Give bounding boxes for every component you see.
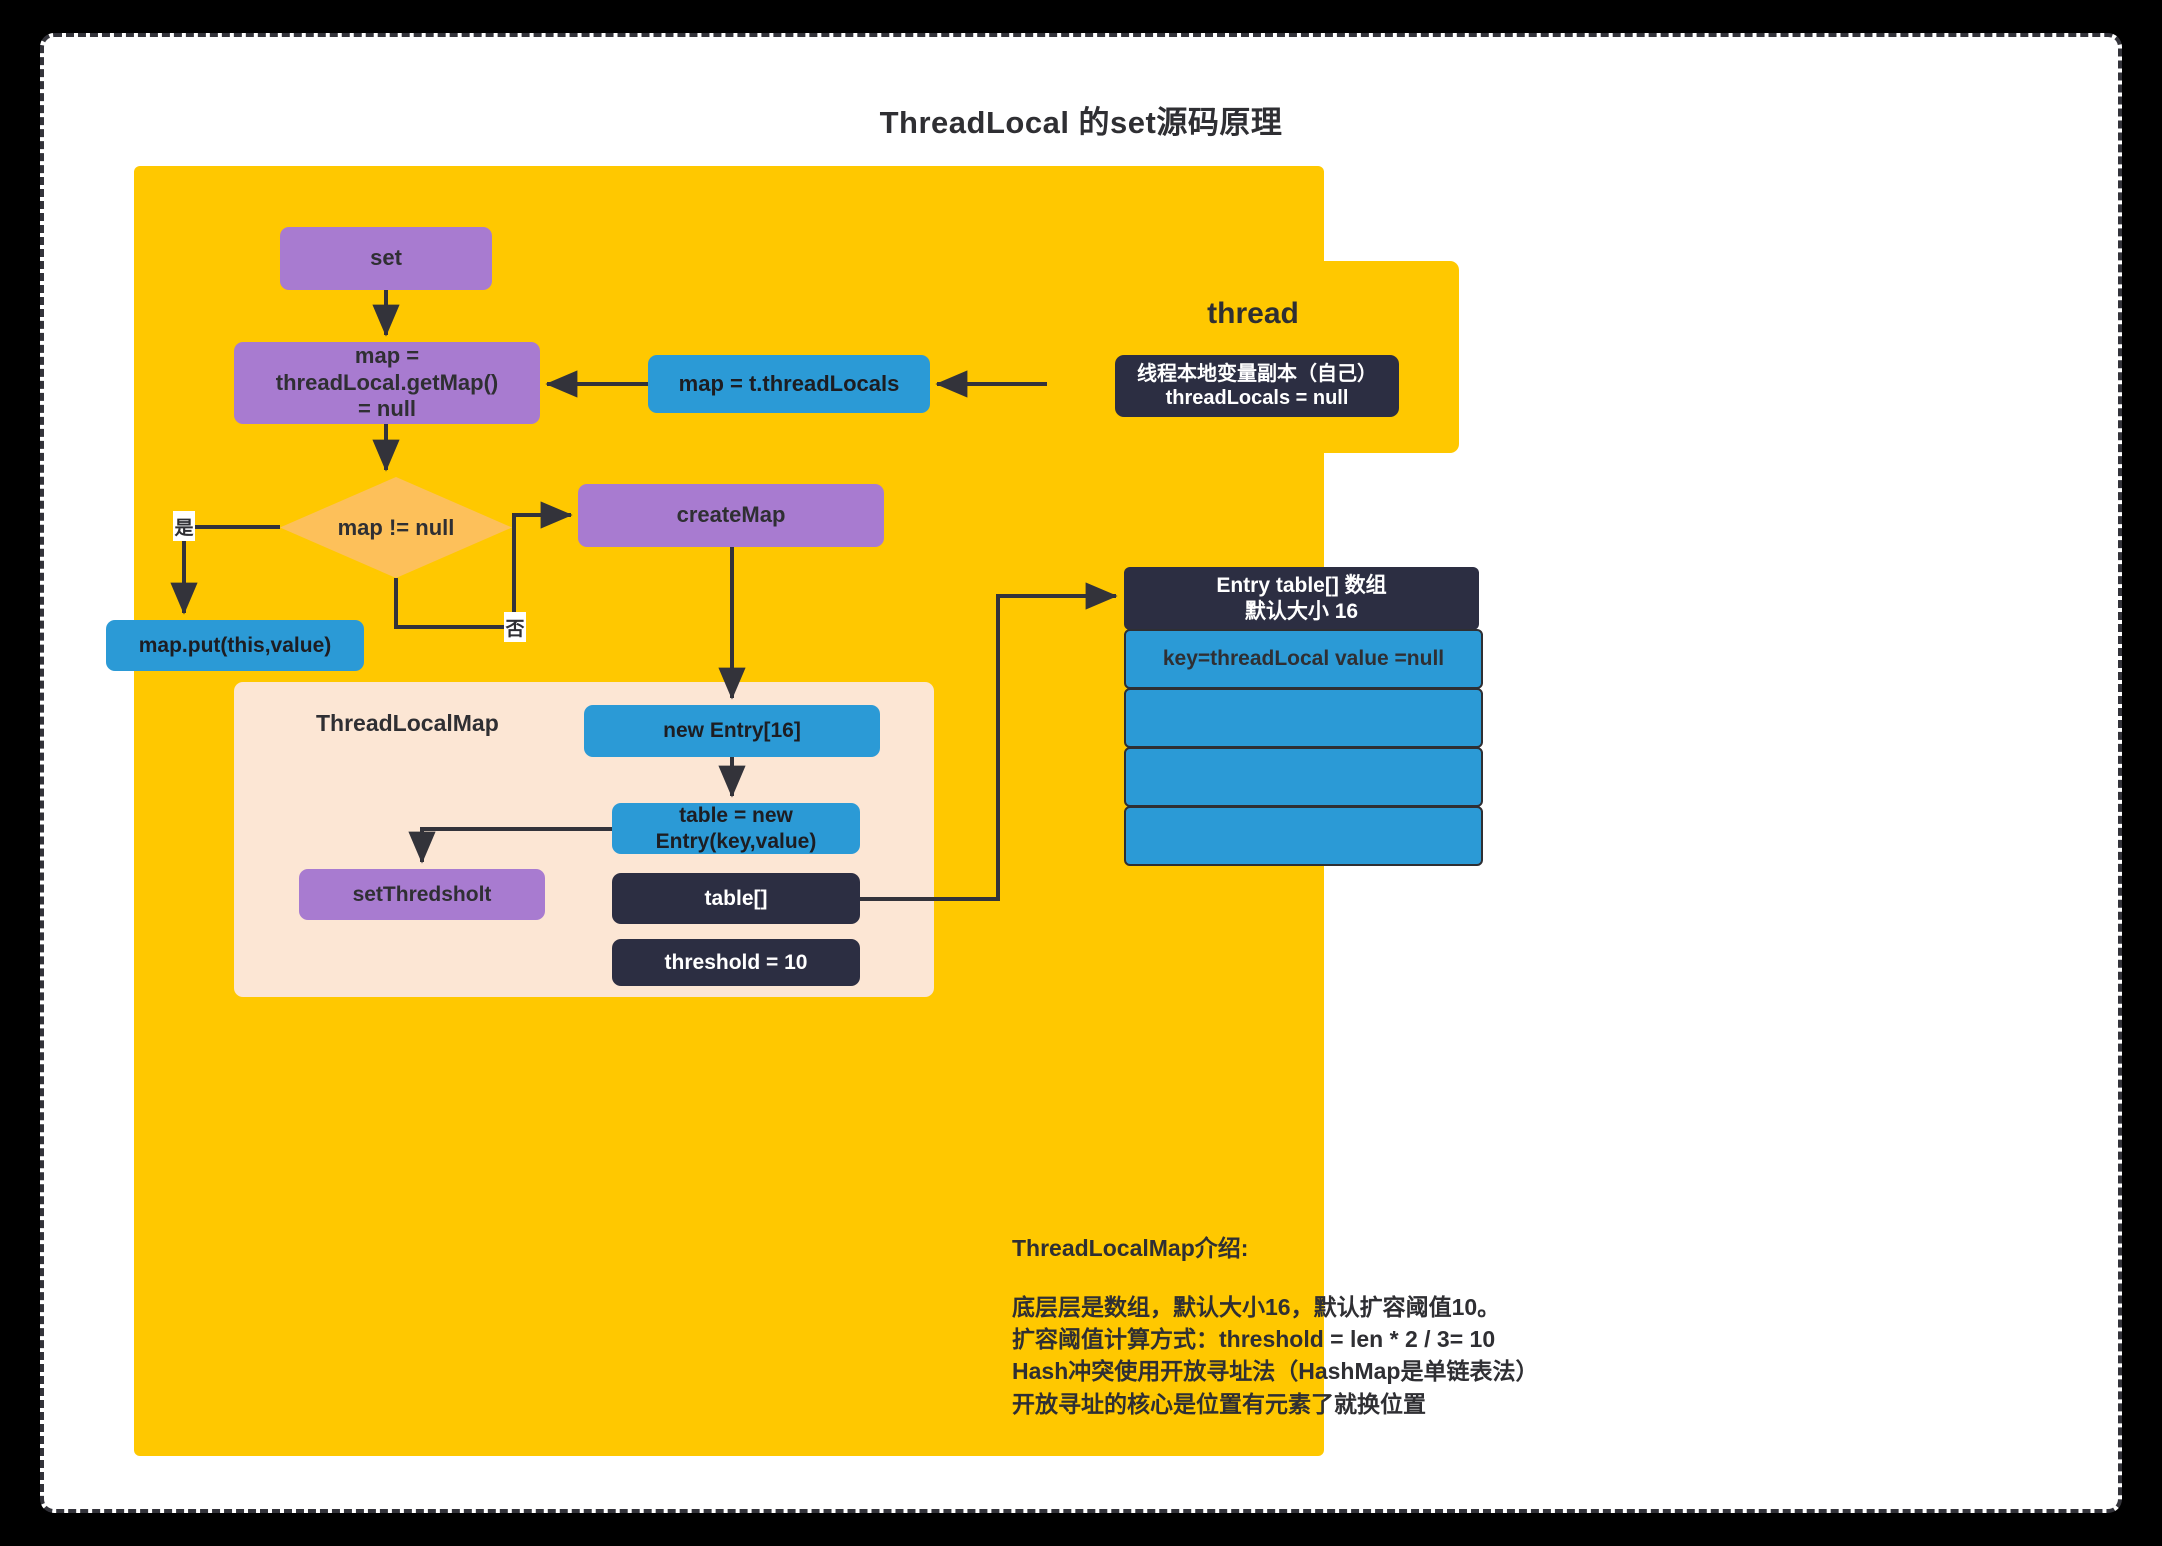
entry-table-header-line-2: 默认大小 16: [1244, 599, 1359, 623]
description-line: Hash冲突使用开放寻址法（HashMap是单链表法）: [1012, 1358, 1539, 1385]
node-thread-locals[interactable]: map = t.threadLocals: [648, 355, 930, 413]
description-line: 扩容阈值计算方式：threshold = len * 2 / 3= 10: [1012, 1326, 1496, 1353]
decision-diamond-shape: map != null: [280, 477, 512, 578]
node-set[interactable]: set: [280, 227, 492, 290]
node-new-entry-16[interactable]: new Entry[16]: [584, 705, 880, 757]
thread-title: thread: [1207, 297, 1299, 330]
node-map-put[interactable]: map.put(this,value): [106, 620, 364, 671]
branch-label-yes: 是: [173, 511, 195, 541]
entry-table: Entry table[] 数组 默认大小 16 key=threadLocal…: [1124, 567, 1483, 866]
description-line: 底层层是数组，默认大小16，默认扩容阈值10。: [1012, 1294, 1501, 1320]
entry-table-cell[interactable]: [1124, 747, 1483, 807]
thread-locals-line-2: threadLocals = null: [1165, 387, 1349, 409]
node-decision-map-not-null[interactable]: map != null: [280, 477, 512, 578]
node-table-new-entry[interactable]: table = new Entry(key,value): [612, 803, 860, 854]
node-get-map-line-2: threadLocal.getMap(): [275, 369, 499, 395]
thread-locals-box[interactable]: 线程本地变量副本（自己） threadLocals = null: [1115, 355, 1399, 417]
node-set-threshold[interactable]: setThredsholt: [299, 869, 545, 920]
node-table-new-entry-line-1: table = new: [679, 803, 793, 827]
entry-table-header-line-1: Entry table[] 数组: [1216, 573, 1387, 597]
node-get-map-line-3: = null: [357, 396, 417, 422]
thread-locals-line-1: 线程本地变量副本（自己）: [1137, 362, 1377, 385]
description-line: 开放寻址的核心是位置有元素了就换位置: [1012, 1390, 1426, 1417]
page-title: ThreadLocal 的set源码原理: [879, 105, 1283, 140]
node-table-array[interactable]: table[]: [612, 873, 860, 924]
node-get-map-line-1: map =: [354, 342, 420, 368]
node-get-map[interactable]: map = threadLocal.getMap() = null: [234, 342, 540, 424]
branch-label-no: 否: [504, 612, 526, 642]
diagram-canvas: ThreadLocal 的set源码原理 ThreadLocalMap: [40, 33, 2122, 1513]
entry-table-cell[interactable]: key=threadLocal value =null: [1124, 629, 1483, 689]
node-table-new-entry-line-2: Entry(key,value): [655, 829, 817, 853]
decision-label: map != null: [337, 514, 455, 540]
entry-table-header: Entry table[] 数组 默认大小 16: [1124, 567, 1479, 630]
threadlocalmap-label: ThreadLocalMap: [316, 709, 499, 736]
node-create-map[interactable]: createMap: [578, 484, 884, 547]
entry-table-cell[interactable]: [1124, 688, 1483, 748]
description-heading: ThreadLocalMap介绍:: [1012, 1235, 1249, 1261]
node-threshold-value[interactable]: threshold = 10: [612, 939, 860, 986]
entry-table-cell[interactable]: [1124, 806, 1483, 866]
threadlocalmap-description: ThreadLocalMap介绍: 底层层是数组，默认大小16，默认扩容阈值10…: [1012, 1229, 1752, 1420]
